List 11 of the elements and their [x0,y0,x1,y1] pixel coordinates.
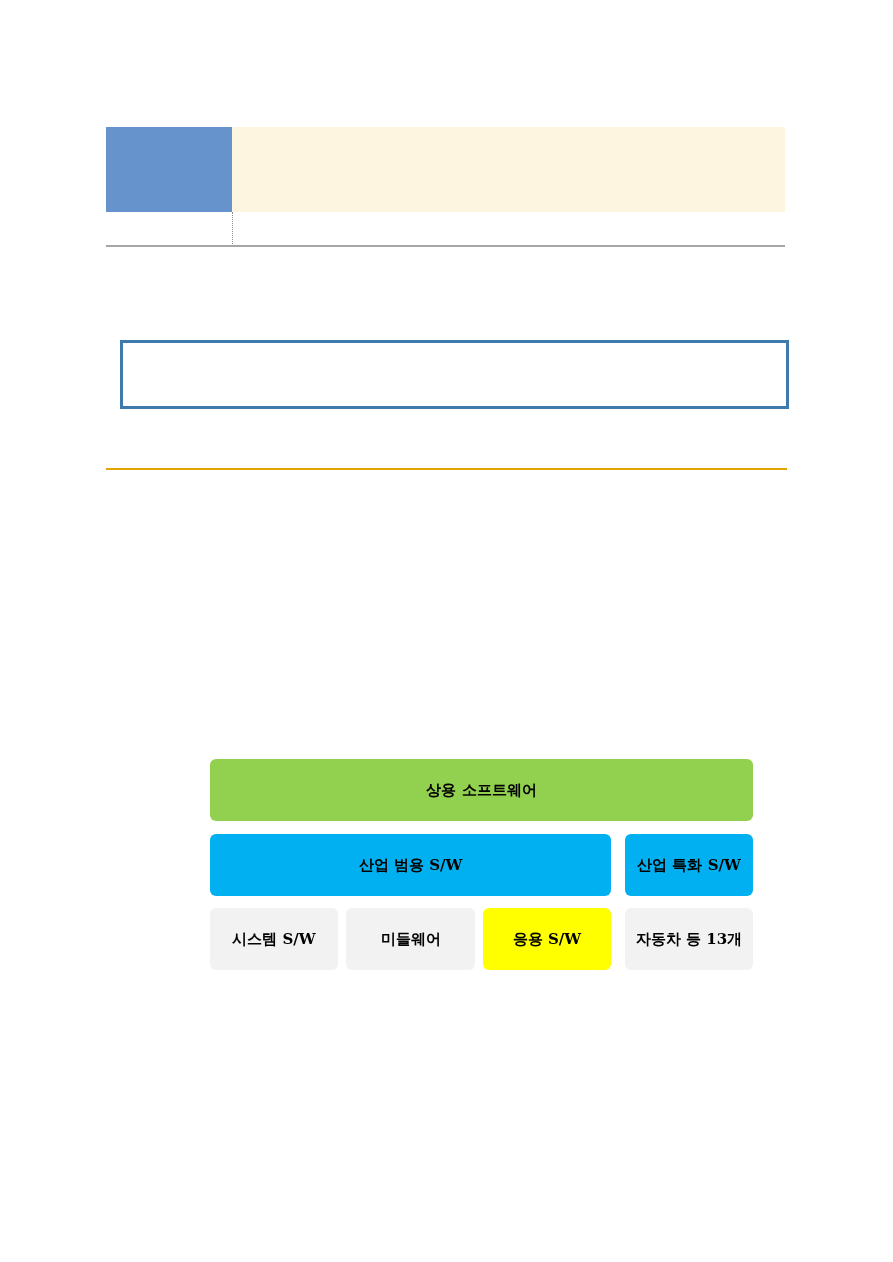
category-label: 미들웨어 [380,930,441,948]
category-label: 산업 범용 S/W [358,856,463,874]
category-label: 상용 소프트웨어 [426,781,537,799]
category-panel [483,908,611,970]
category-panel [210,834,611,896]
category-panel [625,834,753,896]
category-label: 자동차 등 13개 [635,930,743,948]
category-label: 시스템 S/W [232,930,316,948]
category-label: 산업 특화 S/W [637,856,741,874]
category-label: 응용 S/W [512,930,582,948]
category-panel [210,759,753,821]
